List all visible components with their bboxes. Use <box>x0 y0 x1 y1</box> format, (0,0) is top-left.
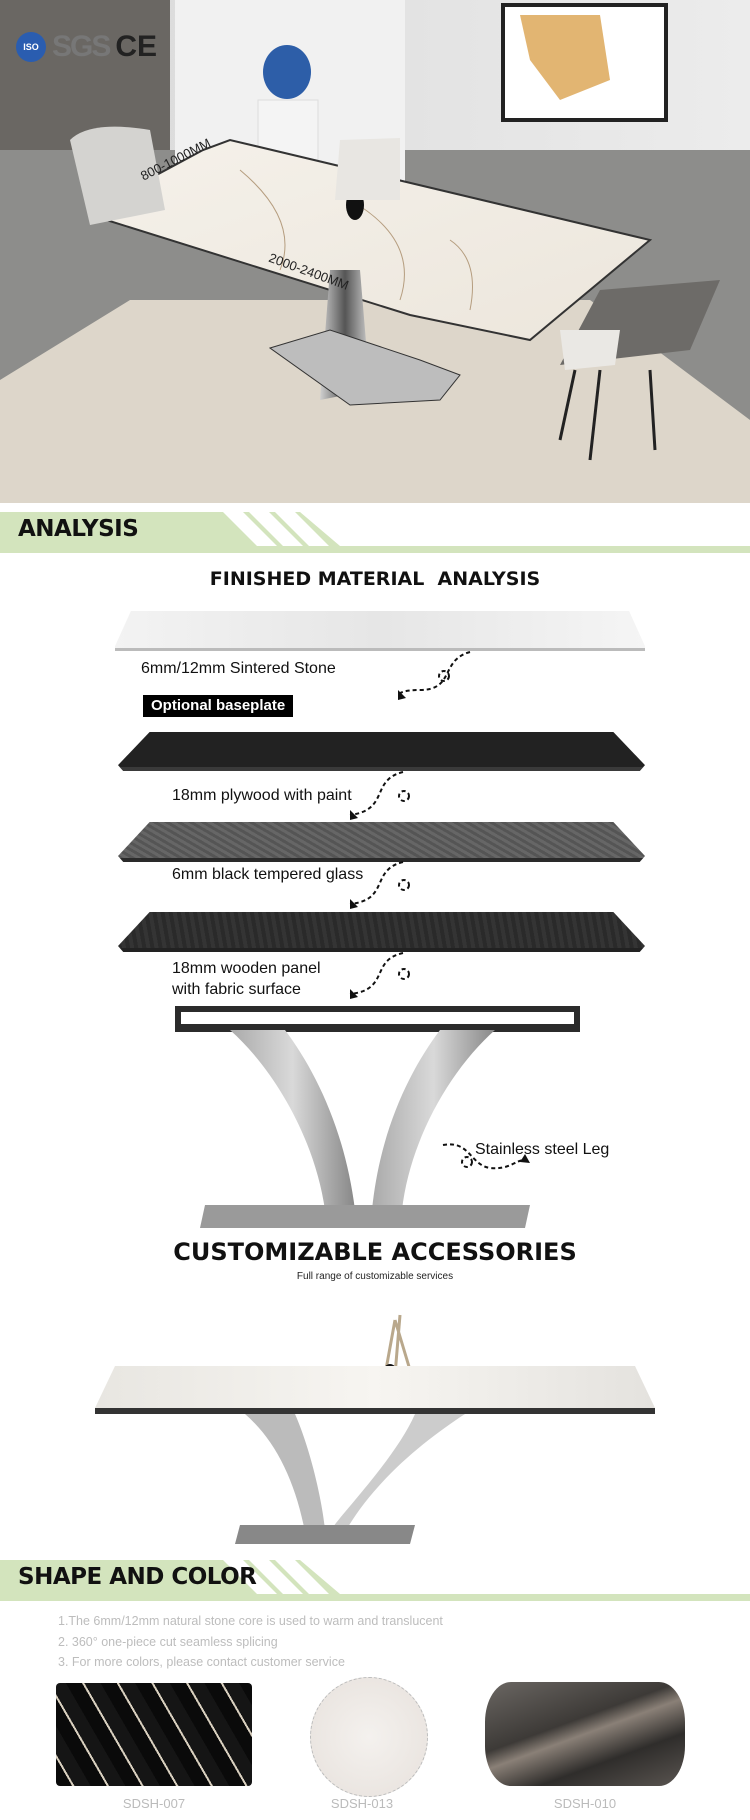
sintered-stone-layer <box>115 611 645 651</box>
wooden-panel-label: 18mm wooden panel with fabric surface <box>172 958 321 1000</box>
hero-product-photo <box>0 0 750 503</box>
section-title: ANALYSIS <box>18 516 139 542</box>
note-item: 2. 360° one-piece cut seamless splicing <box>58 1634 278 1649</box>
note-item: 1.The 6mm/12mm natural stone core is use… <box>58 1614 443 1628</box>
optional-baseplate-badge: Optional baseplate <box>143 695 294 717</box>
stainless-steel-leg-label: Stainless steel Leg <box>475 1141 610 1158</box>
stainless-steel-legs <box>200 1030 530 1228</box>
table-base-frame <box>175 1006 580 1032</box>
wooden-panel-label-line1: 18mm wooden panel <box>172 960 321 977</box>
ce-logo: CE <box>115 30 158 63</box>
swatch-code-label: SDSH-007 <box>122 1796 186 1811</box>
shape-color-notes: 1.The 6mm/12mm natural stone core is use… <box>58 1611 443 1673</box>
sintered-stone-label: 6mm/12mm Sintered Stone <box>141 660 336 677</box>
tempered-glass-label: 6mm black tempered glass <box>172 866 364 883</box>
customizable-accessories-subheading: Full range of customizable services <box>296 1271 454 1282</box>
swatch-sdsh-010[interactable] <box>485 1682 685 1786</box>
swatch-sdsh-007[interactable] <box>56 1683 252 1786</box>
sgs-logo: SGS <box>52 30 111 63</box>
customizable-accessories-heading: CUSTOMIZABLE ACCESSORIES <box>173 1238 577 1266</box>
iso-logo: ISO <box>16 32 46 62</box>
note-item: 3. For more colors, please contact custo… <box>58 1655 345 1669</box>
dashed-arrow-icons <box>349 651 530 1170</box>
certification-logos: ISO SGS CE <box>16 30 157 64</box>
wooden-panel-layer <box>118 912 645 952</box>
swatch-code-label: SDSH-010 <box>553 1796 617 1811</box>
section-title: SHAPE AND COLOR <box>18 1564 257 1590</box>
material-analysis-heading: FINISHED MATERIAL ANALYSIS <box>209 568 541 590</box>
swatch-code-label: SDSH-013 <box>330 1796 394 1811</box>
plywood-layer <box>118 732 645 771</box>
wooden-panel-label-line2: with fabric surface <box>172 981 301 998</box>
shape-color-section-banner: SHAPE AND COLOR <box>0 1560 750 1602</box>
accessories-table-image <box>95 1314 655 1544</box>
swatch-sdsh-013[interactable] <box>310 1677 428 1797</box>
tempered-glass-layer <box>118 822 645 862</box>
plywood-label: 18mm plywood with paint <box>172 787 352 804</box>
analysis-section-banner: ANALYSIS <box>0 512 750 554</box>
